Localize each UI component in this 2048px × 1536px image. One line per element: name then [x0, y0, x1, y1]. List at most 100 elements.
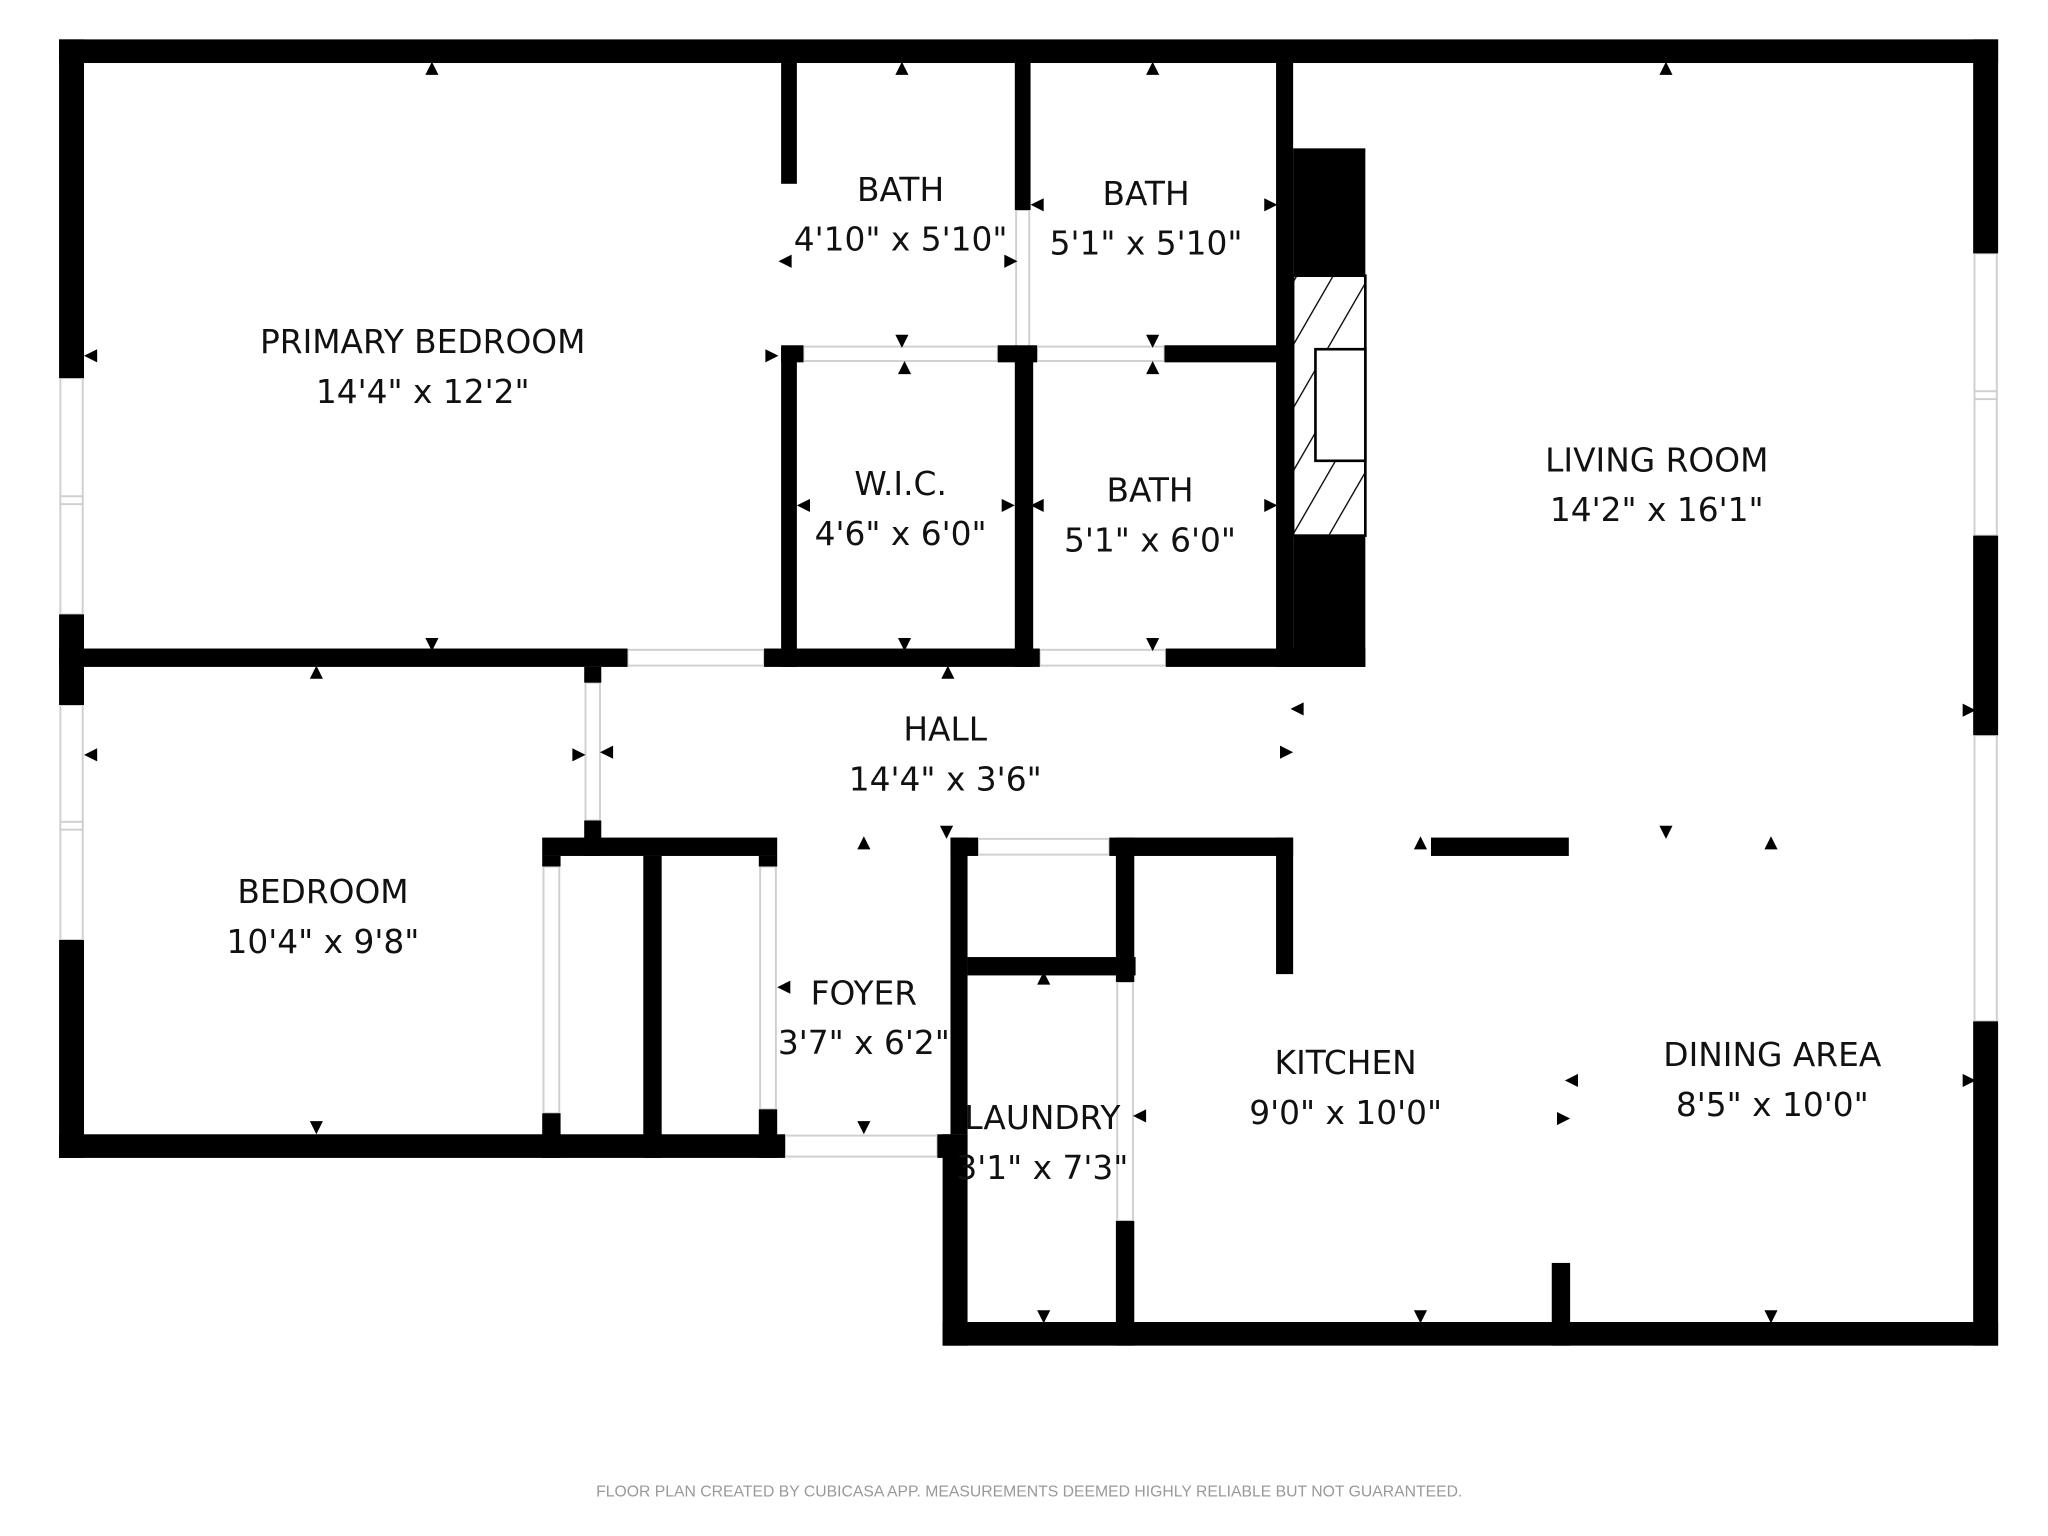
room-dimensions: 14'4" x 12'2": [316, 373, 530, 411]
dimension-arrow-icon: [941, 665, 955, 679]
room-name: DINING AREA: [1663, 1036, 1882, 1074]
door-opening: [626, 648, 766, 667]
wall: [758, 855, 778, 867]
room-name: BATH: [1103, 175, 1190, 213]
dimension-arrow-icon: [572, 748, 586, 762]
dimension-arrow-icon: [1659, 61, 1673, 75]
wall: [59, 39, 85, 379]
window-mullion: [59, 495, 84, 506]
room-dimensions: 9'0" x 10'0": [1249, 1094, 1442, 1132]
room-name: BATH: [857, 171, 944, 209]
dimension-arrow-icon: [1764, 836, 1778, 850]
dimension-arrow-icon: [1030, 198, 1044, 212]
dimension-arrow-icon: [895, 334, 909, 348]
wall: [967, 957, 1136, 976]
wall: [59, 648, 628, 667]
dimension-arrow-icon: [1037, 1310, 1051, 1324]
door-opening: [802, 345, 999, 363]
dimension-arrow-icon: [857, 836, 871, 850]
dimension-arrow-icon: [1146, 638, 1160, 652]
wall: [59, 1134, 786, 1158]
dimension-arrow-icon: [897, 638, 912, 652]
wall: [950, 837, 968, 1135]
room-bedroom: BEDROOM 10'4" x 9'8": [227, 873, 420, 961]
window-mullion: [1973, 390, 1998, 401]
dimension-arrow-icon: [309, 1121, 323, 1135]
wall: [1014, 347, 1034, 667]
room-name: FOYER: [811, 974, 917, 1012]
dimension-arrow-icon: [939, 825, 954, 839]
wall: [764, 648, 1040, 667]
dimension-arrow-icon: [1264, 498, 1278, 512]
dimension-arrow-icon: [1290, 702, 1304, 716]
dimension-arrow-icon: [425, 638, 439, 652]
wall: [584, 666, 602, 683]
room-kitchen: KITCHEN 9'0" x 10'0": [1249, 1044, 1442, 1132]
door-opening: [1036, 345, 1166, 363]
dimension-arrow-icon: [1004, 254, 1018, 268]
wall: [942, 1322, 1999, 1346]
wall: [1276, 63, 1294, 667]
disclaimer-footer: FLOOR PLAN CREATED BY CUBICASA APP. MEAS…: [596, 1484, 1462, 1501]
door-opening: [1973, 734, 1998, 1023]
wall: [1115, 1220, 1135, 1346]
fireplace: [1291, 274, 1367, 537]
wall: [643, 855, 662, 1158]
room-dimensions: 4'10" x 5'10": [794, 221, 1008, 259]
room-dimensions: 3'7" x 6'2": [778, 1024, 950, 1062]
room-dimensions: 5'1" x 5'10": [1050, 225, 1243, 263]
wall: [1276, 837, 1294, 975]
wall: [542, 1113, 561, 1158]
dimension-arrow-icon: [777, 980, 791, 994]
wall: [59, 39, 1999, 64]
window-mullion: [59, 820, 84, 831]
dimension-arrow-icon: [1146, 334, 1160, 348]
dimension-arrow-icon: [84, 748, 98, 762]
wall: [997, 345, 1038, 363]
wall: [1551, 1262, 1571, 1346]
dimension-arrow-icon: [895, 61, 909, 75]
room-dimensions: 14'4" x 3'6": [849, 760, 1042, 798]
room-dimensions: 4'6" x 6'0": [815, 515, 987, 553]
wall: [1973, 535, 1999, 736]
door-opening: [584, 681, 601, 822]
wall: [758, 1109, 778, 1158]
dimension-arrow-icon: [1037, 971, 1051, 985]
dimension-arrow-icon: [1413, 836, 1428, 850]
room-name: LAUNDRY: [964, 1099, 1121, 1137]
wall: [781, 347, 797, 667]
wall: [1014, 63, 1031, 211]
room-bath-1: BATH 4'10" x 5'10": [794, 171, 1008, 259]
wall: [781, 345, 804, 363]
wall: [1430, 837, 1569, 856]
dimension-arrow-icon: [1962, 703, 1976, 717]
wall: [1164, 345, 1280, 363]
dimension-markers: [84, 61, 1976, 1324]
room-bath-2: BATH 5'1" x 5'10": [1050, 175, 1243, 263]
wall: [1109, 837, 1294, 856]
room-wic: W.I.C. 4'6" x 6'0": [815, 465, 987, 553]
door-opening: [1038, 648, 1167, 667]
room-foyer: FOYER 3'7" x 6'2": [778, 974, 950, 1062]
wall: [1973, 39, 1999, 254]
closet-door: [542, 865, 561, 1115]
dimension-arrow-icon: [1146, 61, 1160, 75]
room-name: PRIMARY BEDROOM: [260, 323, 585, 361]
room-name: LIVING ROOM: [1545, 441, 1768, 479]
room-dimensions: 10'4" x 9'8": [227, 923, 420, 961]
dimension-arrow-icon: [84, 349, 98, 363]
dimension-arrow-icon: [857, 1121, 871, 1135]
dimension-arrow-icon: [1030, 498, 1044, 512]
door-opening: [977, 837, 1111, 856]
closet-door: [759, 865, 777, 1111]
room-bath-3: BATH 5'1" x 6'0": [1064, 471, 1236, 559]
dimension-arrow-icon: [1557, 1111, 1571, 1126]
wall: [1293, 148, 1366, 276]
wall: [950, 837, 979, 856]
room-name: BATH: [1106, 471, 1193, 509]
dimension-arrow-icon: [897, 361, 912, 375]
wall: [1293, 535, 1366, 667]
wall: [542, 855, 561, 867]
room-dimensions: 3'1" x 7'3": [956, 1149, 1128, 1187]
